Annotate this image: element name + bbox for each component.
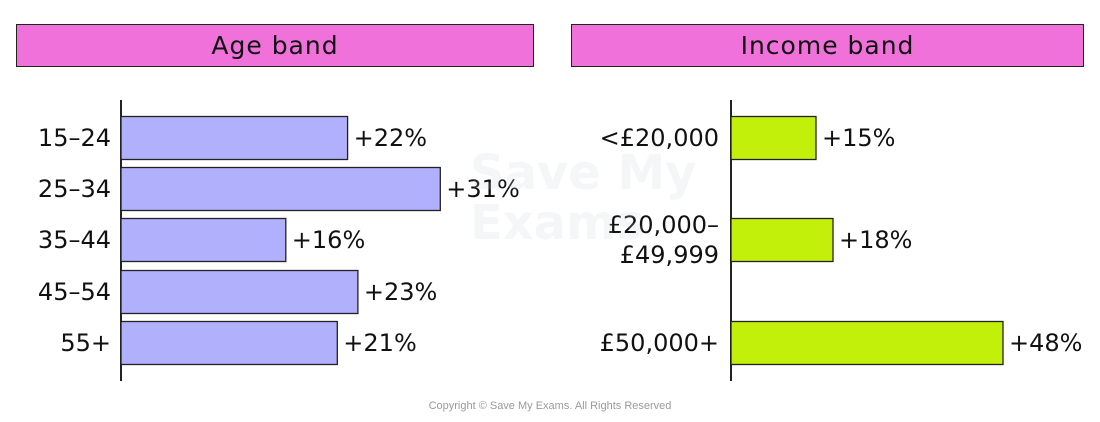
age-band-header: Age band xyxy=(16,24,534,67)
bar-0 xyxy=(730,115,817,161)
income-band-header: Income band xyxy=(571,24,1084,67)
bar-0 xyxy=(120,115,349,161)
age-band-chart: +22% 15–24 +31% 25–34 +16% 35–44 +23% 45–54 +21%… xyxy=(38,100,520,381)
value-label-0: +15% xyxy=(822,124,895,152)
age-band-panel: Age band +22% 15–24 +31% 25–34 +16% 35–44 +23%… xyxy=(0,0,540,422)
value-label-2: +48% xyxy=(1009,329,1082,357)
category-label-2: £50,000+ xyxy=(600,329,719,357)
income-band-panel: Income band +15% <£20,000 +18% £20,000–£49,… xyxy=(555,0,1095,422)
value-label-1: +18% xyxy=(839,226,912,254)
category-label-1: 25–34 xyxy=(38,175,111,203)
copyright-notice: Copyright © Save My Exams. All Rights Re… xyxy=(428,400,672,412)
category-label-2: 35–44 xyxy=(38,226,111,254)
category-label-0: <£20,000 xyxy=(600,124,719,152)
bar-1 xyxy=(730,217,834,263)
value-label-0: +22% xyxy=(354,124,427,152)
income-band-chart: +15% <£20,000 +18% £20,000–£49,999 +48% £50,0… xyxy=(600,100,1082,381)
category-label-1-1: £49,999 xyxy=(620,241,719,269)
category-label-1-0: £20,000– xyxy=(608,211,719,239)
value-label-3: +23% xyxy=(364,278,437,306)
bar-1 xyxy=(120,166,441,212)
value-label-4: +21% xyxy=(343,329,416,357)
age-band-title: Age band xyxy=(211,31,339,60)
bar-3 xyxy=(120,269,359,315)
value-label-1: +31% xyxy=(446,175,519,203)
category-label-4: 55+ xyxy=(60,329,111,357)
income-band-title: Income band xyxy=(740,31,915,60)
bar-4 xyxy=(120,320,338,366)
bar-2 xyxy=(730,320,1004,366)
category-label-0: 15–24 xyxy=(38,124,111,152)
value-label-2: +16% xyxy=(292,226,365,254)
category-label-3: 45–54 xyxy=(38,278,111,306)
bar-2 xyxy=(120,217,287,263)
